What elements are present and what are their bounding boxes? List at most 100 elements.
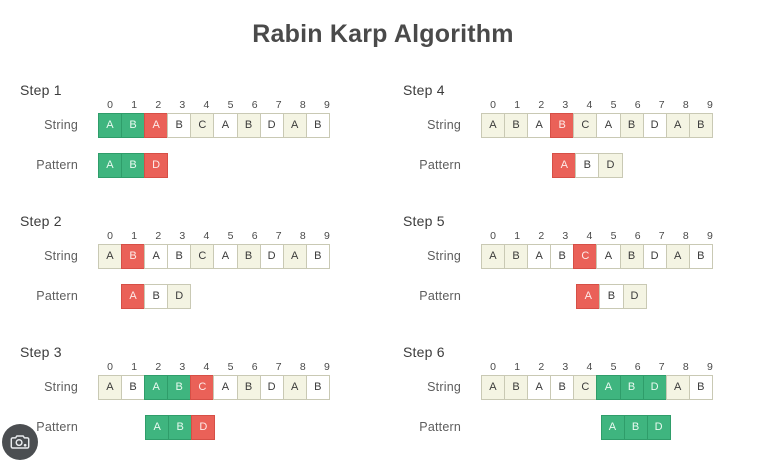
index-label-5: 5 [610, 229, 617, 242]
step-title: Step 3 [20, 344, 62, 360]
pattern-cell-1: B [623, 414, 648, 440]
index-label-1: 1 [514, 229, 521, 242]
string-cell-0: A [98, 374, 123, 400]
string-cell-7: D [259, 112, 284, 138]
string-cell-8: A [282, 112, 307, 138]
string-row-label: String [44, 380, 78, 394]
index-label-4: 4 [203, 229, 210, 242]
pattern-row-label: Pattern [419, 420, 461, 434]
pattern-cell-0: A [145, 414, 170, 440]
string-cell-9: B [305, 374, 330, 400]
step-title: Step 1 [20, 82, 62, 98]
index-label-1: 1 [514, 98, 521, 111]
pattern-cell-0: A [600, 414, 625, 440]
index-label-2: 2 [155, 229, 162, 242]
string-row-label: String [44, 249, 78, 263]
index-label-2: 2 [538, 229, 545, 242]
index-label-9: 9 [706, 98, 713, 111]
page-title: Rabin Karp Algorithm [252, 20, 514, 48]
string-cell-4: C [573, 112, 598, 138]
string-cell-3: B [550, 243, 575, 269]
pattern-cell-1: B [144, 283, 169, 309]
google-lens-search-button[interactable] [2, 424, 38, 460]
pattern-cell-2: D [144, 152, 169, 178]
index-label-0: 0 [107, 98, 113, 111]
string-row-label: String [427, 249, 461, 263]
string-cell-9: B [688, 243, 713, 269]
index-label-1: 1 [514, 360, 521, 373]
pattern-cell-1: B [599, 283, 624, 309]
string-cell-1: B [121, 243, 146, 269]
string-cell-6: B [619, 112, 644, 138]
index-label-2: 2 [155, 360, 162, 373]
step-title: Step 4 [403, 82, 445, 98]
string-cell-0: A [481, 112, 506, 138]
index-label-0: 0 [490, 98, 496, 111]
string-cell-3: B [550, 374, 575, 400]
index-label-9: 9 [323, 98, 330, 111]
string-cell-0: A [481, 243, 506, 269]
index-label-5: 5 [227, 360, 234, 373]
index-label-5: 5 [610, 98, 617, 111]
index-label-2: 2 [155, 98, 162, 111]
index-label-3: 3 [179, 360, 186, 373]
pattern-cell-2: D [646, 414, 671, 440]
pattern-offset-spacer [481, 153, 553, 178]
index-label-2: 2 [538, 98, 545, 111]
index-label-9: 9 [706, 229, 713, 242]
string-cell-4: C [190, 374, 215, 400]
index-label-3: 3 [562, 360, 569, 373]
pattern-cell-2: D [191, 414, 216, 440]
string-cell-5: A [213, 374, 238, 400]
index-label-4: 4 [586, 360, 593, 373]
string-cell-4: C [190, 243, 215, 269]
string-cell-2: A [144, 374, 169, 400]
string-cell-5: A [596, 243, 621, 269]
index-label-6: 6 [251, 229, 258, 242]
string-cell-3: B [167, 112, 192, 138]
index-label-0: 0 [107, 360, 113, 373]
string-cell-8: A [665, 374, 690, 400]
string-cell-7: D [259, 374, 284, 400]
string-cell-1: B [504, 243, 529, 269]
index-label-8: 8 [682, 229, 689, 242]
string-cell-6: B [236, 243, 261, 269]
index-label-9: 9 [706, 360, 713, 373]
string-cell-0: A [98, 112, 123, 138]
string-cell-7: D [642, 112, 667, 138]
pattern-cell-0: A [552, 152, 577, 178]
string-cell-1: B [121, 374, 146, 400]
string-cell-2: A [527, 243, 552, 269]
string-cell-5: A [596, 374, 621, 400]
index-label-1: 1 [131, 229, 138, 242]
index-label-6: 6 [634, 360, 641, 373]
